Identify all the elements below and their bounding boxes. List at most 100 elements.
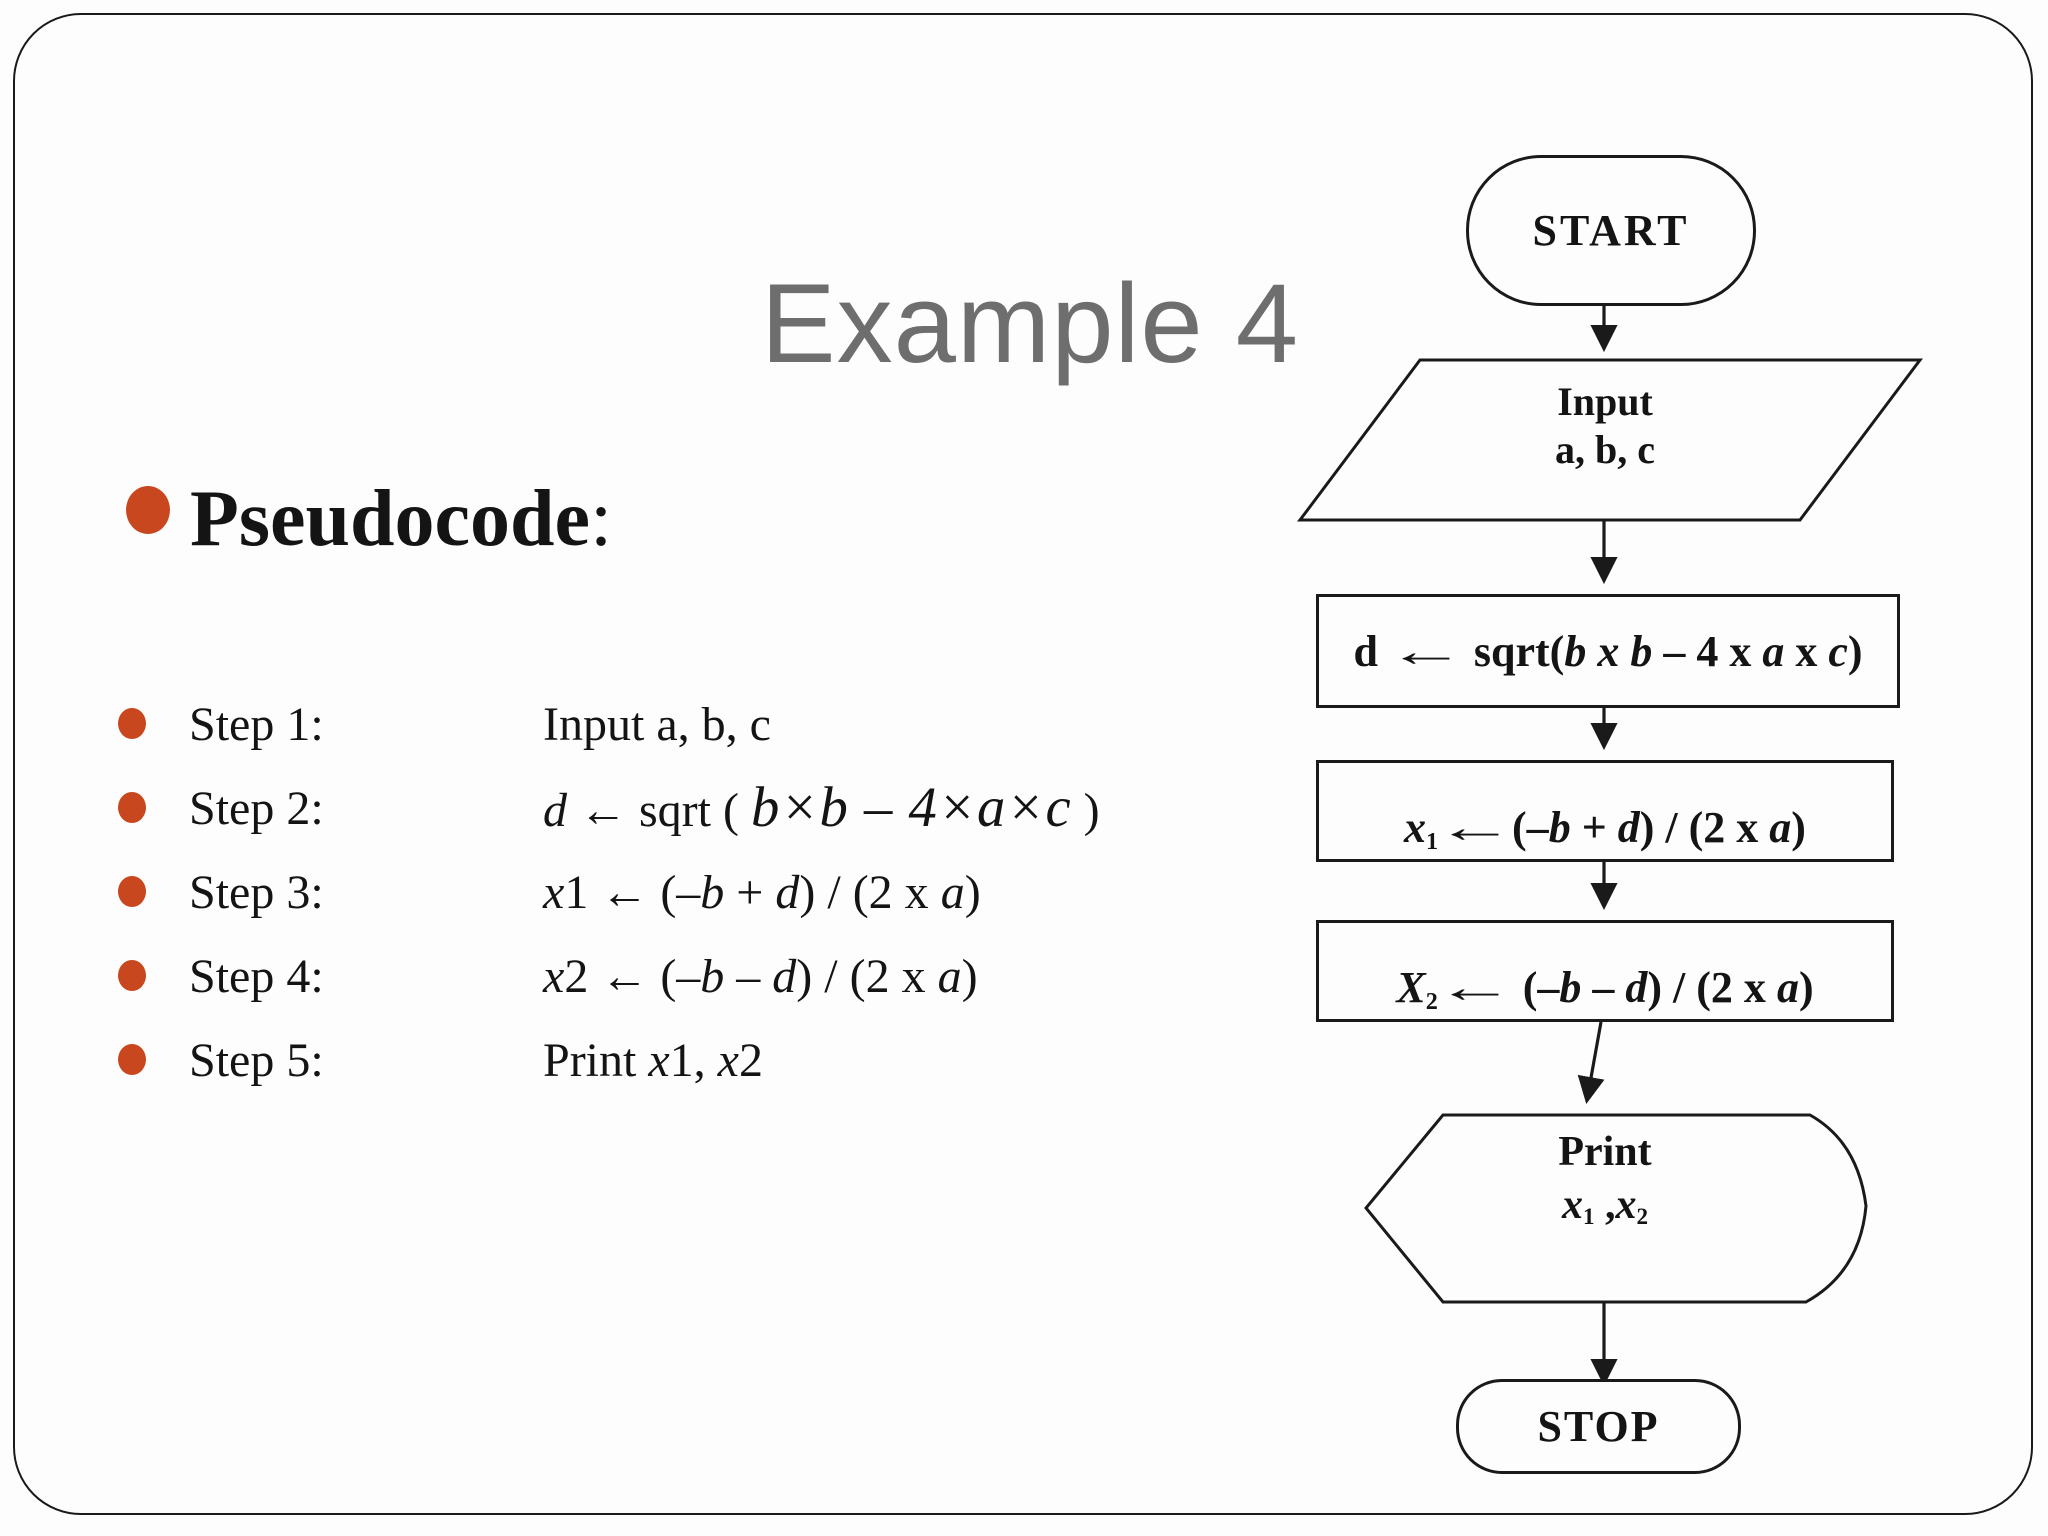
formula-part: x [1404, 803, 1427, 852]
step-row-2: Step 2: d ← sqrt ( b×b – 4×a×c ) [118, 766, 1218, 850]
formula-part: x [543, 949, 565, 1003]
formula-part: b×b – 4×a×c [750, 777, 1072, 839]
step-value: x1 ← (–b + d) / (2 x a) [543, 865, 981, 920]
formula-part: ) [1798, 963, 1814, 1012]
formula-part: ) [1847, 626, 1863, 676]
flowchart-process2-node: x1←(–b + d) / (2 x a) [1316, 760, 1894, 862]
formula-part: ) / (2 x [1647, 963, 1777, 1012]
formula-part: ) [964, 865, 981, 919]
formula-part: ) / (2 x [799, 865, 941, 919]
formula-part: 2 [1425, 987, 1438, 1015]
formula-part: ← [1386, 626, 1466, 676]
print-line2: x1 ,x2 [1425, 1179, 1785, 1232]
formula-part: X [1396, 963, 1426, 1012]
bullet-icon [118, 960, 146, 991]
step-label: Step 3: [189, 865, 324, 919]
formula-part: 2 [738, 1033, 763, 1087]
formula-part: 1 ← (– [564, 865, 701, 919]
bullet-icon [118, 876, 146, 907]
formula-part: x [1561, 1181, 1583, 1228]
formula-part: x [543, 865, 565, 919]
step-value: d ← sqrt ( b×b – 4×a×c ) [543, 776, 1100, 840]
step-label: Step 2: [189, 781, 324, 835]
formula-part: ← sqrt ( [567, 784, 751, 837]
formula-part: + [724, 865, 776, 919]
formula-part: d [1617, 803, 1640, 852]
pseudocode-heading: Pseudocode: [190, 474, 612, 565]
formula-part: b [1548, 803, 1571, 852]
formula-part: 2 [1636, 1202, 1649, 1229]
formula-part: d [775, 865, 800, 919]
formula-part: x [1615, 1181, 1637, 1228]
flowchart-process3-node: X2← (–b – d) / (2 x a) [1316, 920, 1894, 1022]
formula-part: d [772, 949, 797, 1003]
input-line1: Input [1557, 379, 1653, 424]
process3-formula: X2← (–b – d) / (2 x a) [1396, 962, 1814, 1015]
step-value: Input a, b, c [543, 697, 771, 752]
stop-label: STOP [1537, 1402, 1660, 1451]
formula-part: ) [1791, 803, 1806, 852]
formula-part: 2 ← (– [564, 949, 701, 1003]
formula-part: 1 [1582, 1202, 1595, 1229]
start-label: START [1532, 206, 1690, 255]
formula-part: ) / (2 x [1639, 803, 1770, 852]
formula-part: – [724, 949, 773, 1003]
step-label: Step 5: [189, 1033, 324, 1087]
formula-part: ) [1071, 784, 1100, 837]
formula-part: b [1559, 963, 1582, 1012]
formula-part: a [1762, 626, 1785, 676]
formula-part: b x b [1564, 626, 1653, 676]
formula-part: 1, [669, 1033, 718, 1087]
flowchart-process1-node: d ← sqrt(b x b – 4 x a x c) [1316, 594, 1900, 708]
formula-part: ) [961, 949, 978, 1003]
step-row-5: Step 5: Print x1, x2 [118, 1018, 1218, 1102]
formula-part: a [1776, 963, 1799, 1012]
formula-part: c [1828, 626, 1848, 676]
formula-part: x [1784, 626, 1829, 676]
formula-part: sqrt( [1462, 626, 1565, 676]
formula-part: x [717, 1033, 739, 1087]
formula-part: (– [1511, 963, 1560, 1012]
formula-part: x [648, 1033, 670, 1087]
input-line2: a, b, c [1555, 427, 1655, 472]
formula-part: d [1625, 963, 1648, 1012]
flowchart-start-node: START [1466, 155, 1756, 306]
formula-part: – [1581, 963, 1626, 1012]
step-label: Step 4: [189, 949, 324, 1003]
step-value: Print x1, x2 [543, 1033, 763, 1088]
formula-part: ← [1435, 803, 1515, 852]
pseudocode-steps: Step 1: Input a, b, c Step 2: d ← sqrt (… [118, 682, 1218, 1102]
formula-part: a [937, 949, 962, 1003]
formula-part: b [700, 865, 725, 919]
step-row-4: Step 4: x2 ← (–b – d) / (2 x a) [118, 934, 1218, 1018]
formula-part: + [1570, 803, 1618, 852]
formula-part: a [1769, 803, 1792, 852]
print-line1: Print [1558, 1129, 1652, 1175]
bullet-icon [118, 1044, 146, 1075]
formula-part: , [1594, 1181, 1616, 1228]
step-value: x2 ← (–b – d) / (2 x a) [543, 949, 978, 1004]
step-label: Step 1: [189, 697, 324, 751]
pseudocode-heading-text: Pseudocode [190, 475, 590, 563]
bullet-icon [118, 708, 146, 739]
process1-formula: d ← sqrt(b x b – 4 x a x c) [1353, 626, 1862, 677]
formula-part: Input a, b, c [543, 697, 771, 751]
formula-part: a [940, 865, 965, 919]
formula-part: Print [543, 1033, 649, 1087]
bullet-icon [118, 792, 146, 823]
formula-part: – 4 x [1652, 626, 1763, 676]
step-row-3: Step 3: x1 ← (–b + d) / (2 x a) [118, 850, 1218, 934]
flowchart-stop-node: STOP [1456, 1379, 1741, 1474]
slide-title: Example 4 [760, 261, 1300, 386]
formula-part: b [700, 949, 725, 1003]
formula-part: d [1353, 626, 1389, 676]
step-row-1: Step 1: Input a, b, c [118, 682, 1218, 766]
pseudocode-heading-colon: : [590, 475, 613, 563]
flowchart-input-node: Input a, b, c [1380, 378, 1830, 474]
formula-part: (– [1512, 803, 1549, 852]
formula-part: ) / (2 x [796, 949, 938, 1003]
process2-formula: x1←(–b + d) / (2 x a) [1404, 802, 1806, 855]
bullet-icon [126, 486, 170, 534]
formula-part: d [543, 784, 567, 837]
flowchart-print-node: Print x1 ,x2 [1425, 1126, 1785, 1231]
